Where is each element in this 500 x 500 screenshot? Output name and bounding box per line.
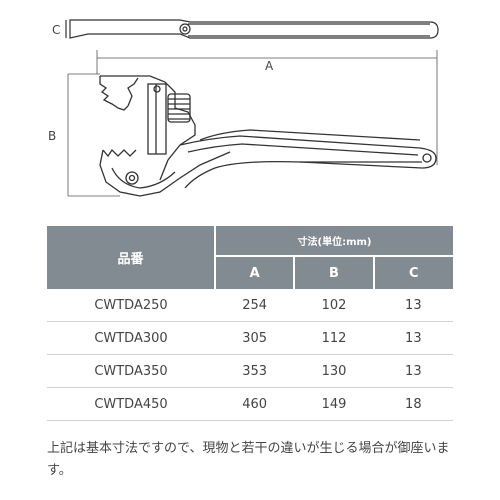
dimension-label-a: A	[265, 59, 274, 73]
table-subheader-row: A B C	[47, 256, 453, 289]
cell-a: 305	[215, 321, 295, 355]
dimension-note: 上記は基本寸法ですので、現物と若干の違いが生じる場合が御座います。	[47, 441, 450, 478]
cell-model: CWTDA350	[47, 354, 215, 388]
dimension-label-b: B	[48, 129, 56, 143]
table-header-row: 品番 寸法(単位:mm)	[47, 226, 453, 289]
dimension-line-b	[67, 73, 120, 197]
cell-b: 102	[294, 289, 374, 322]
header-col-a: A	[215, 256, 295, 289]
cell-model: CWTDA250	[47, 289, 215, 322]
cell-c: 18	[373, 387, 453, 421]
table-row: CWTDA350 353 130 13	[47, 354, 453, 388]
cell-c: 13	[373, 321, 453, 355]
header-item-number: 品番	[47, 226, 216, 289]
cell-c: 13	[373, 289, 453, 322]
table-row: CWTDA250 254 102 13	[47, 289, 453, 322]
cell-a: 460	[215, 387, 295, 421]
header-col-b: B	[293, 256, 375, 289]
cell-a: 353	[215, 354, 295, 388]
header-col-c: C	[373, 256, 453, 289]
cell-c: 13	[373, 354, 453, 388]
cell-a: 254	[215, 289, 295, 322]
header-dimensions-group: 寸法(単位:mm)	[215, 226, 453, 257]
cell-b: 149	[294, 387, 374, 421]
dimension-line-a	[96, 50, 438, 165]
wrench-top-view	[65, 19, 439, 39]
cell-b: 130	[294, 354, 374, 388]
cell-model: CWTDA300	[47, 321, 215, 355]
wrench-dimension-drawing: C A B	[48, 19, 439, 197]
dimension-label-c: C	[52, 23, 60, 37]
table-row: CWTDA450 460 149 18	[47, 387, 453, 421]
cell-model: CWTDA450	[47, 387, 215, 421]
wrench-side-view	[99, 75, 437, 197]
cell-b: 112	[294, 321, 374, 355]
table-row: CWTDA300 305 112 13	[47, 321, 453, 355]
spec-table: 品番 寸法(単位:mm) A B C CWTDA250 254 102 13 C…	[47, 226, 453, 421]
